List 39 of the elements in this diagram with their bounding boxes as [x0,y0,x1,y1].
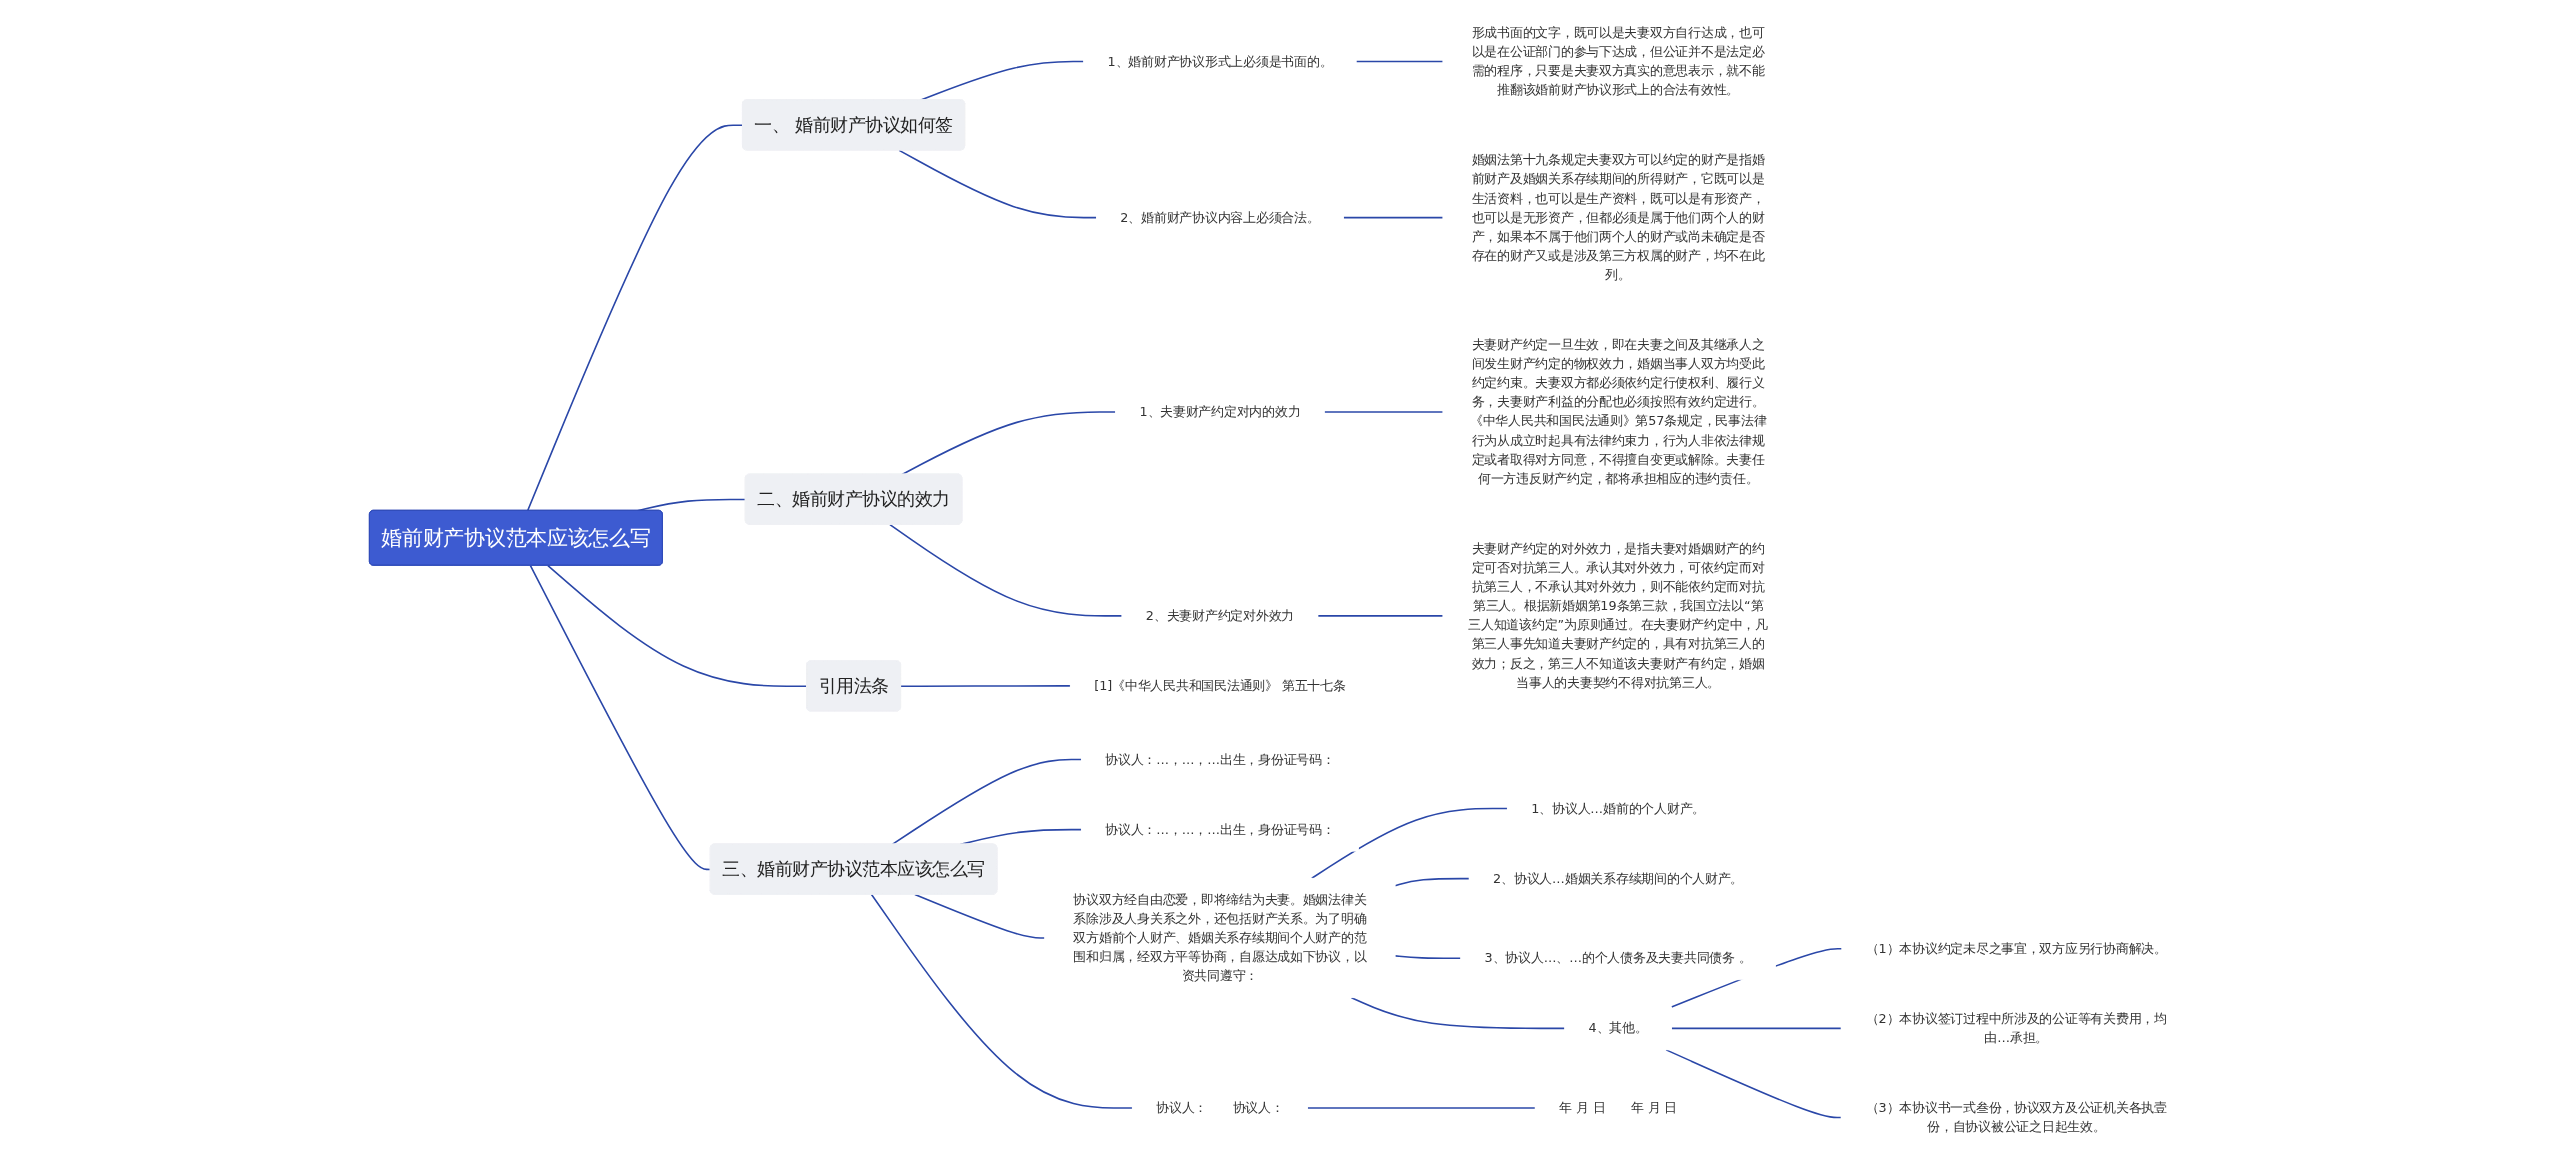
connector [546,564,808,688]
node-text: 1、婚前财产协议形式上必须是书面的。 [1107,53,1332,69]
connector [1306,1107,1536,1109]
node-text: 4、其他。 [1588,1020,1648,1036]
connector [526,124,744,512]
connector [870,893,1133,1109]
connector [897,149,1097,219]
node-text: 3、协议人…、…的个人债务及夫妻共同债务 。 [1484,950,1752,966]
connector [1310,807,1508,880]
node-text: 夫妻财产约定一旦生效，即在夫妻之间及其继承人之间发生财产约定的物权效力，婚姻当事人双方均受此约定约束。夫妻双方都必须依约定行使权利、履行义务，夫妻财产利益的分配也必须按照有效约定进行。《中华人民共和国民法通则》第57条规定，民事法律行为从成立时起具有法律约束力，行为人非依法律规定或者取得对方同意，不得擅自变更或解除。夫妻任何一方违反财产约定，都将承担相应的违约责任。 [1469,337,1766,487]
node-text: 夫妻财产约定的对外效力，是指夫妻对婚姻财产的约定可否对抗第三人。承认其对外效力，可依约定而对抗第三人，不承认其对外效力，则不能依约定而对抗第三人。根据新婚姻第19条第三款，我国立法以“第三人知道该约定”为原则通过。在夫妻财产约定中，凡第三人事先知道夫妻财产约定的，具有对抗第三人的效力；反之，第三人不知道该夫妻财产有约定，婚姻当事人的夫妻契约不得对抗第三人。 [1467,540,1768,690]
connector [1393,955,1462,960]
connector [913,893,1046,939]
node-text: 协议人： 协议人： [1155,1100,1284,1116]
connector [888,523,1123,617]
node-text: 协议人：…，…，…出生，身份证号码： [1104,821,1335,837]
connector [1670,1027,1842,1030]
node-text: （2）本协议签订过程中所涉及的公证等有关费用，均由…承担。 [1865,1010,2167,1046]
node-text: 协议双方经自由恋爱，即将缔结为夫妻。婚姻法律关系除涉及人身关系之外，还包括财产关系。为了明确双方婚前个人财产、婚姻关系存续期间个人财产的范围和归属，经双方平等协商，自愿达成如下协议，以资共同遵守： [1072,891,1366,984]
node-text: 2、协议人…婚姻关系存续期间的个人财产。 [1492,870,1743,886]
node-text: （3）本协议书一式叁份，协议双方及公证机关各执壹份，自协议被公证之日起生效。 [1865,1100,2167,1135]
node-text: 1、夫妻财产约定对内的效力 [1138,403,1300,420]
node-text: 2、婚前财产协议内容上必须合法。 [1119,209,1320,225]
connector [1350,996,1566,1030]
connector [1393,877,1470,887]
connector [1354,60,1444,63]
node-text: （1）本协议约定未尽之事宜，双方应另行协商解决。 [1865,940,2167,956]
node-text: 协议人：…，…，…出生，身份证号码： [1104,751,1335,767]
node-text: 形成书面的文字，既可以是夫妻双方自行达成，也可以是在公证部门的参与下达成，但公证并不是法定必需的程序，只要是夫妻双方真实的意思表示，就不能推翻该婚前财产协议形式上的合法有效性。 [1471,24,1765,98]
connector [899,685,1071,688]
connector [1323,411,1444,413]
connector [1342,216,1444,219]
node-text: 2、夫妻财产约定对外效力 [1145,607,1294,623]
connector [529,564,711,871]
node-text: 年 月 日 年 月 日 [1558,1100,1677,1116]
node-text: 婚姻法第十九条规定夫妻双方可以约定的财产是指婚前财产及婚姻关系存续期间的所得财产，它既可以是生活资料，也可以是生产资料，既可以是有形资产，也可以是无形资产，但都必须是属于他们两个人的财产，如果本不属于他们两个人的财产或尚未确定是否存在的财产又或是涉及第三方权属的财产，均不在此列。 [1471,152,1765,283]
connector [1316,615,1444,617]
node-text: [1]《中华人民共和国民法通则》 第五十七条 [1093,677,1346,694]
node-text: 1、协议人…婚前的个人财产。 [1530,800,1705,816]
